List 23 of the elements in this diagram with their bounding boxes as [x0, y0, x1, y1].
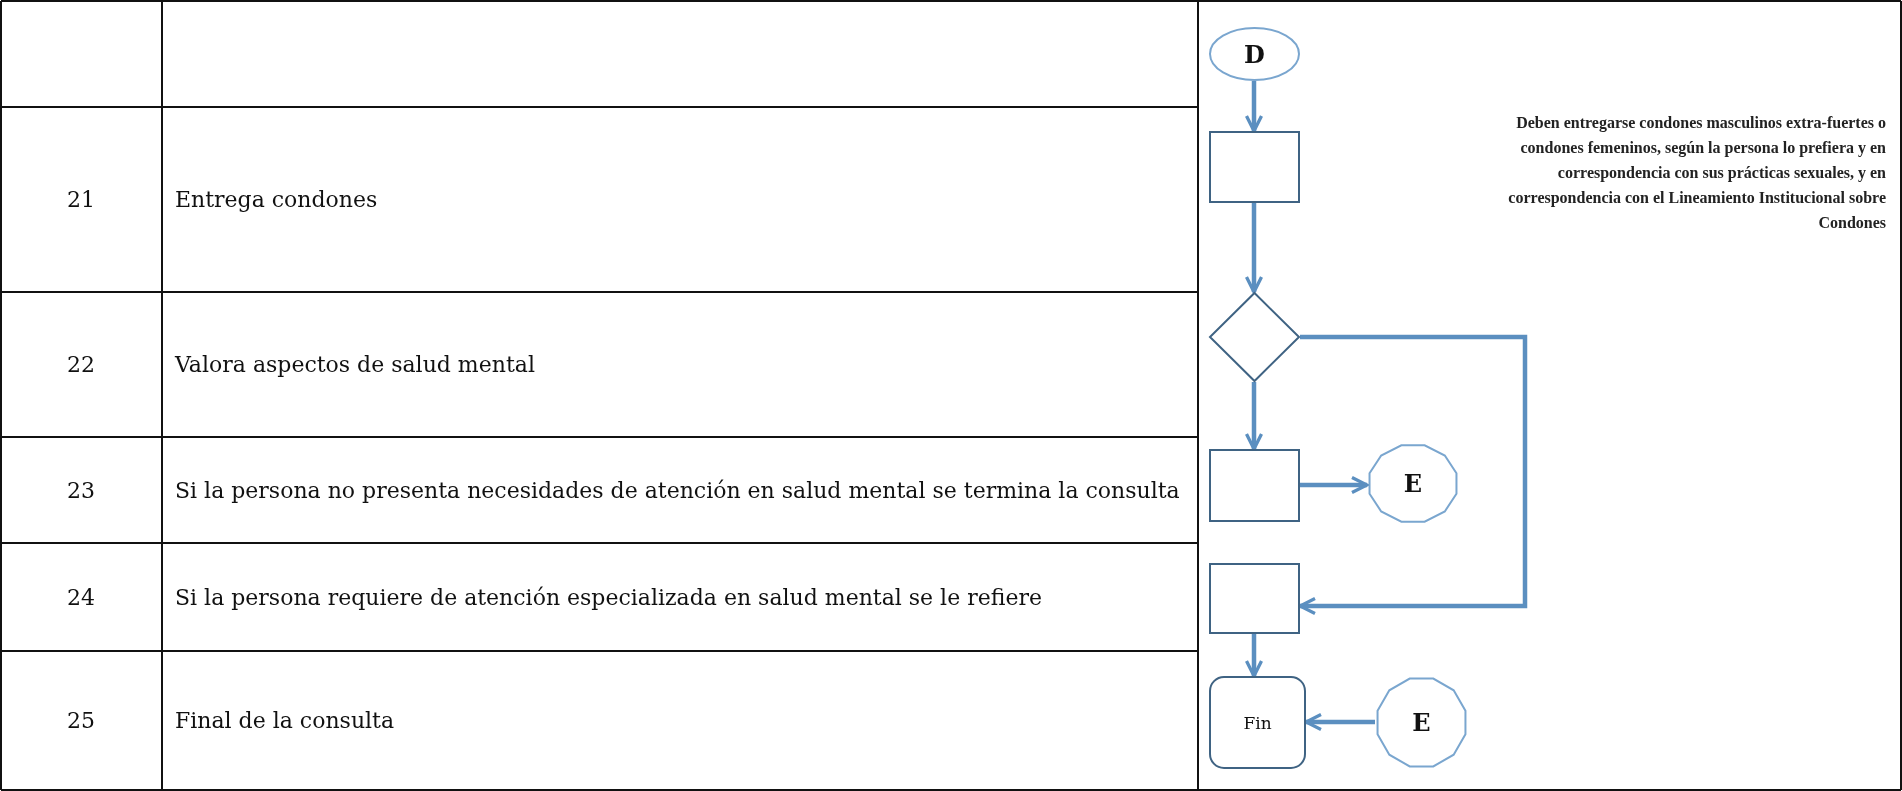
- decision-diamond: [1209, 292, 1300, 382]
- step-number: 21: [66, 187, 96, 212]
- step-number: 24: [66, 584, 96, 610]
- arrow: [1244, 203, 1264, 294]
- arrow: [1300, 475, 1369, 495]
- step-number: 23: [66, 477, 96, 503]
- arrow: [1298, 334, 1528, 616]
- arrow: [1244, 81, 1264, 133]
- step-description: Si la persona requiere de atención especializada en salud mental se le refiere: [175, 583, 1043, 612]
- note-text: Deben entregarse condones masculinos extra-fuertes o condones femeninos, según la persona lo prefiera y en correspondencia con sus prácticas sexuales, y en correspondencia con el Lineamiento Institucional sobre Condones: [1507, 113, 1886, 233]
- arrow: [1244, 634, 1264, 678]
- step-description: Valora aspectos de salud mental: [175, 351, 536, 379]
- step-description: Si la persona no presenta necesidades de atención en salud mental se termina la consulta: [175, 476, 1180, 505]
- step-number: 22: [66, 352, 96, 377]
- arrow: [1244, 382, 1264, 451]
- process-box: [1209, 131, 1300, 203]
- process-box: [1209, 563, 1300, 634]
- step-number: 25: [66, 708, 96, 733]
- step-description: Final de la consulta: [175, 707, 396, 735]
- terminal-box: Fin: [1209, 676, 1306, 769]
- step-description: Entrega condones: [175, 186, 379, 214]
- process-box: [1209, 449, 1300, 522]
- connector-oval: D: [1209, 27, 1300, 81]
